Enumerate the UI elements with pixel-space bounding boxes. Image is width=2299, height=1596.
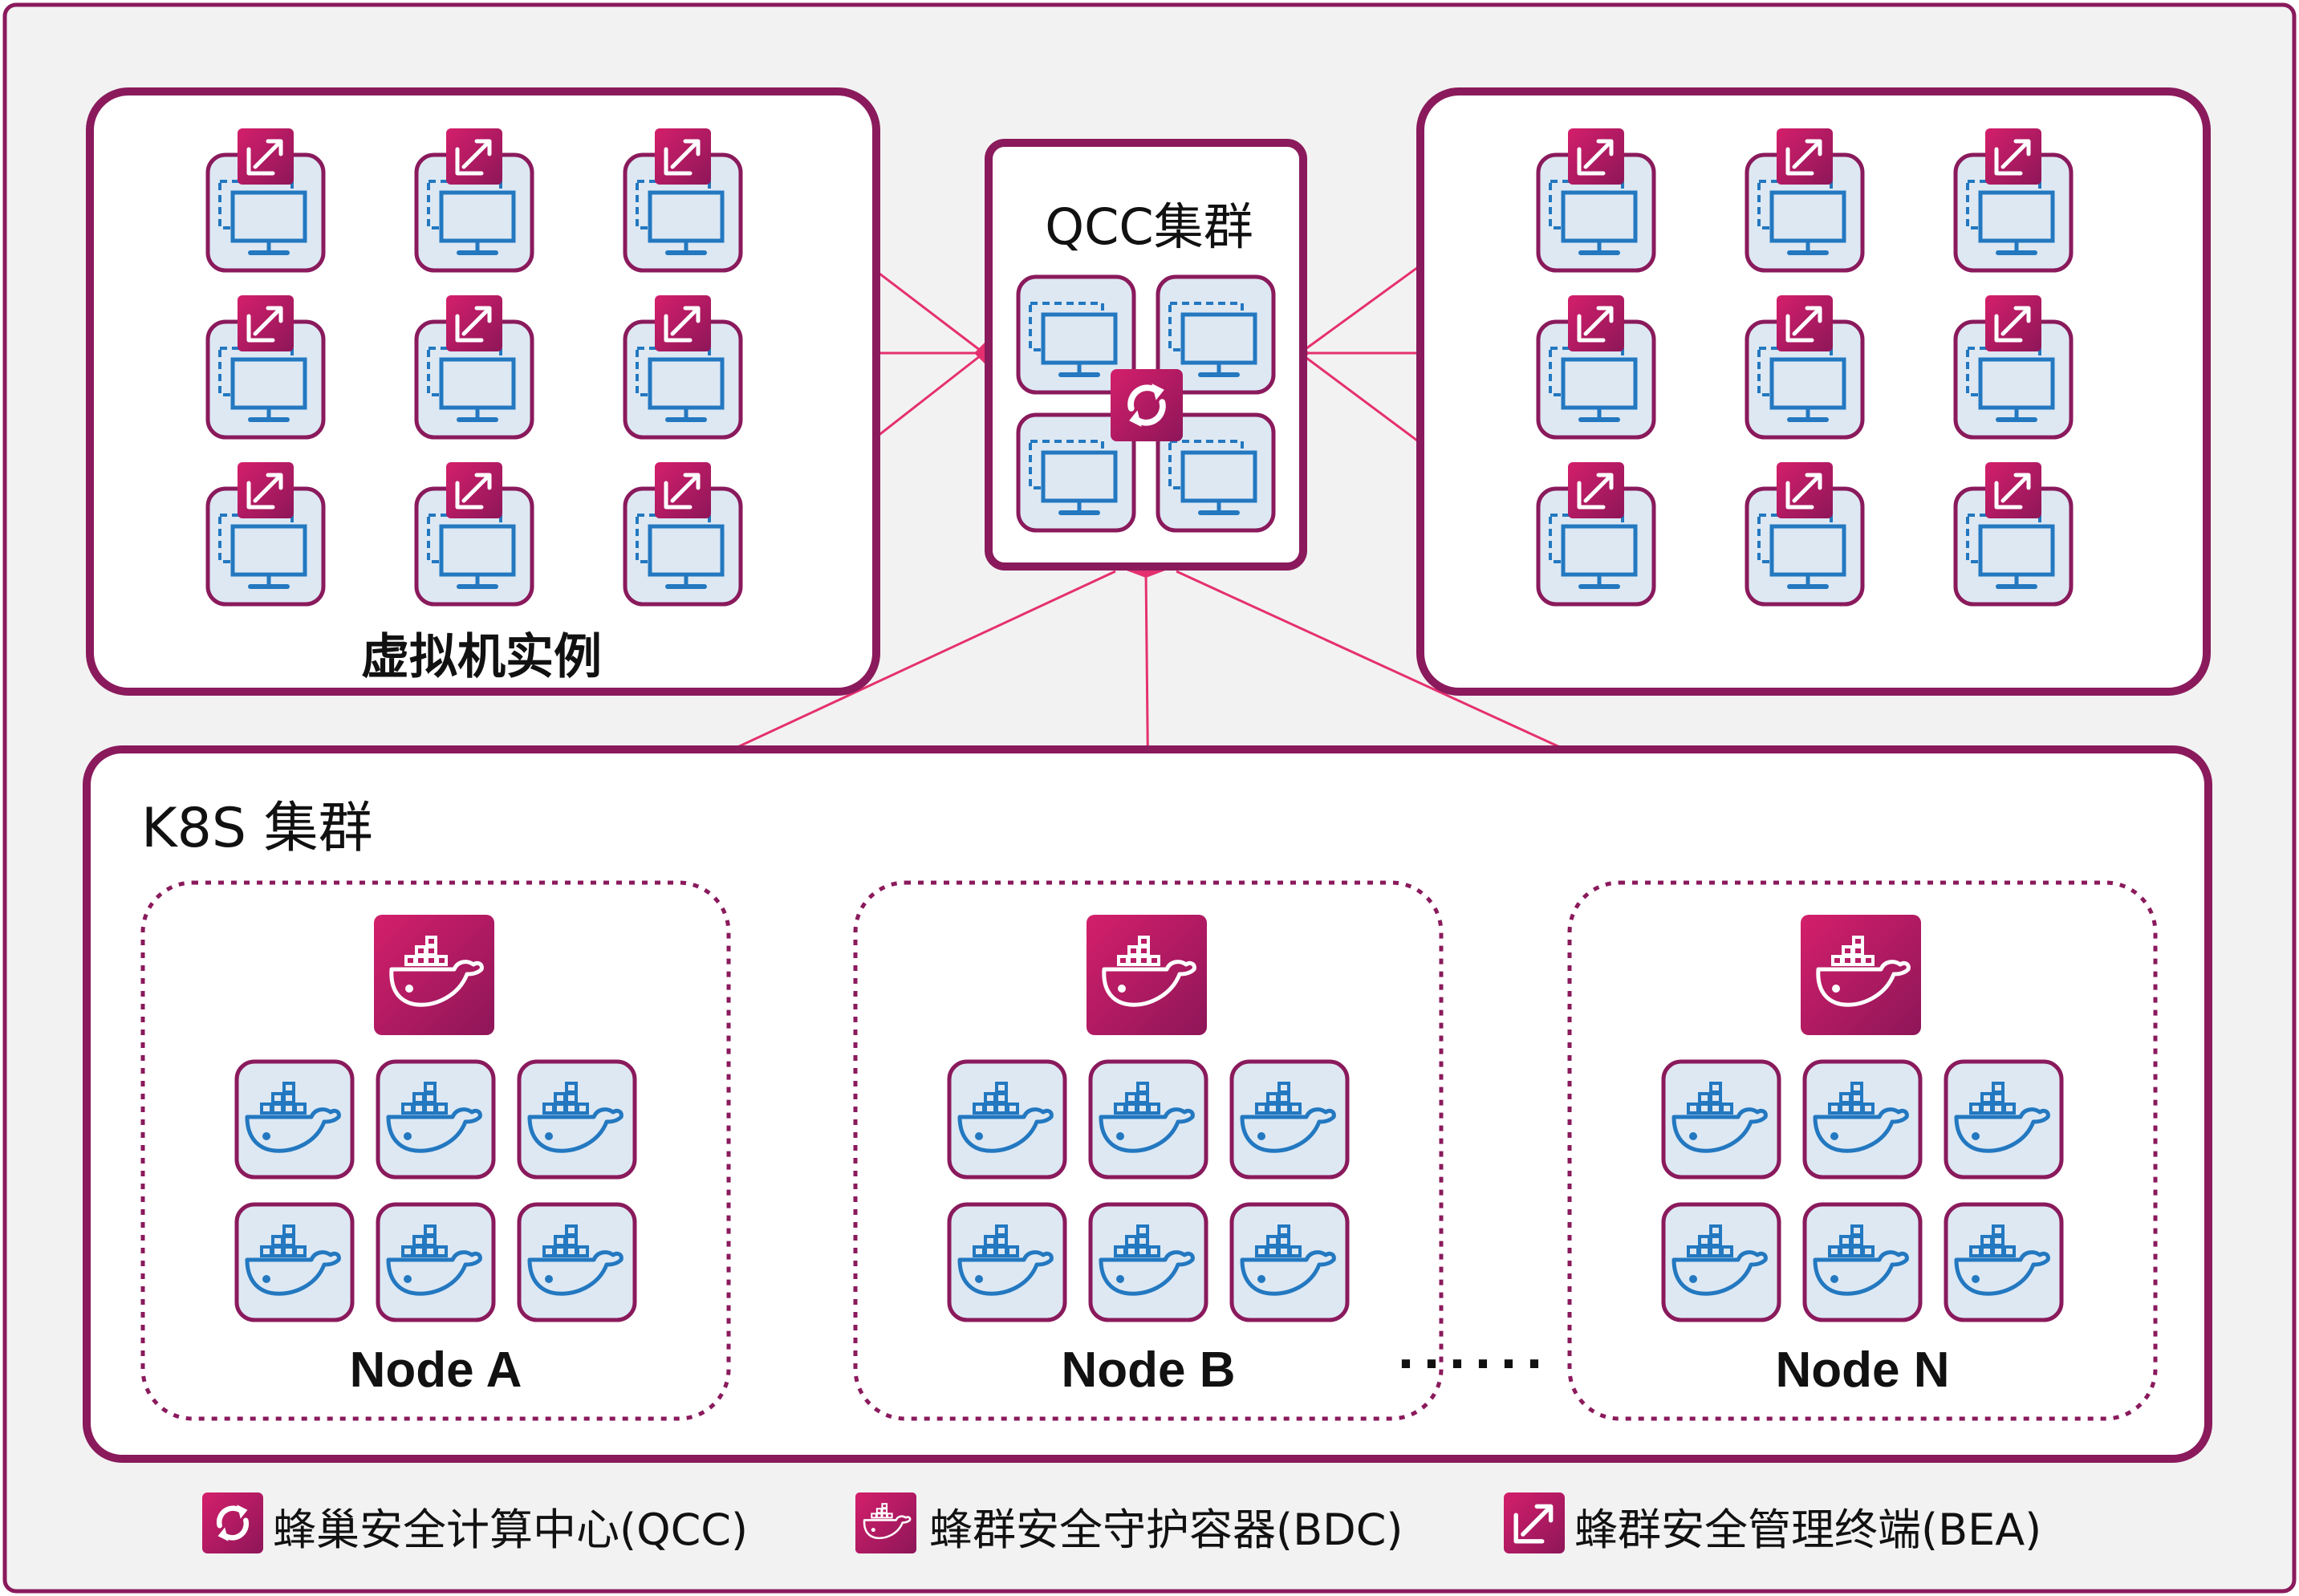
vm-group-label: 虚拟机实例 — [361, 629, 602, 685]
k8s-cluster-label: K8S 集群 — [141, 797, 373, 860]
container — [1663, 1204, 1779, 1320]
container — [1663, 1062, 1779, 1177]
legend-bdc-label: 蜂群安全守护容器(BDC) — [929, 1505, 1403, 1555]
container — [237, 1204, 352, 1320]
container — [1232, 1062, 1347, 1177]
vm-tiles-left — [208, 128, 741, 604]
container — [1805, 1204, 1920, 1320]
container — [1946, 1062, 2061, 1177]
container — [1946, 1204, 2061, 1320]
container — [237, 1062, 352, 1177]
legend-bea-label: 蜂群安全管理终端(BEA) — [1574, 1505, 2042, 1555]
legend-qcc-label: 蜂巢安全计算中心(QCC) — [273, 1505, 749, 1555]
container — [949, 1204, 1065, 1320]
node-ellipsis: ...... — [1398, 1317, 1553, 1381]
docker-whale-icon — [1087, 915, 1207, 1035]
container — [519, 1204, 635, 1320]
vm-tiles-right — [1538, 128, 2071, 604]
container — [1091, 1062, 1206, 1177]
node-n-label: Node N — [1775, 1342, 1950, 1398]
legend-docker-whale-icon — [854, 1491, 918, 1555]
qcc-cluster-label: QCC集群 — [1045, 197, 1253, 256]
container — [1232, 1204, 1347, 1320]
legend-sync-icon — [202, 1492, 263, 1553]
container — [378, 1204, 494, 1320]
container — [378, 1062, 494, 1177]
node-a-label: Node A — [349, 1342, 522, 1398]
legend-external-link-icon — [1504, 1492, 1565, 1553]
container — [949, 1062, 1065, 1177]
docker-whale-icon — [1801, 915, 1921, 1035]
sync-icon — [1111, 369, 1183, 441]
node-b-label: Node B — [1061, 1342, 1236, 1398]
container — [1805, 1062, 1920, 1177]
docker-whale-icon — [374, 915, 494, 1035]
container — [519, 1062, 635, 1177]
container — [1091, 1204, 1206, 1320]
